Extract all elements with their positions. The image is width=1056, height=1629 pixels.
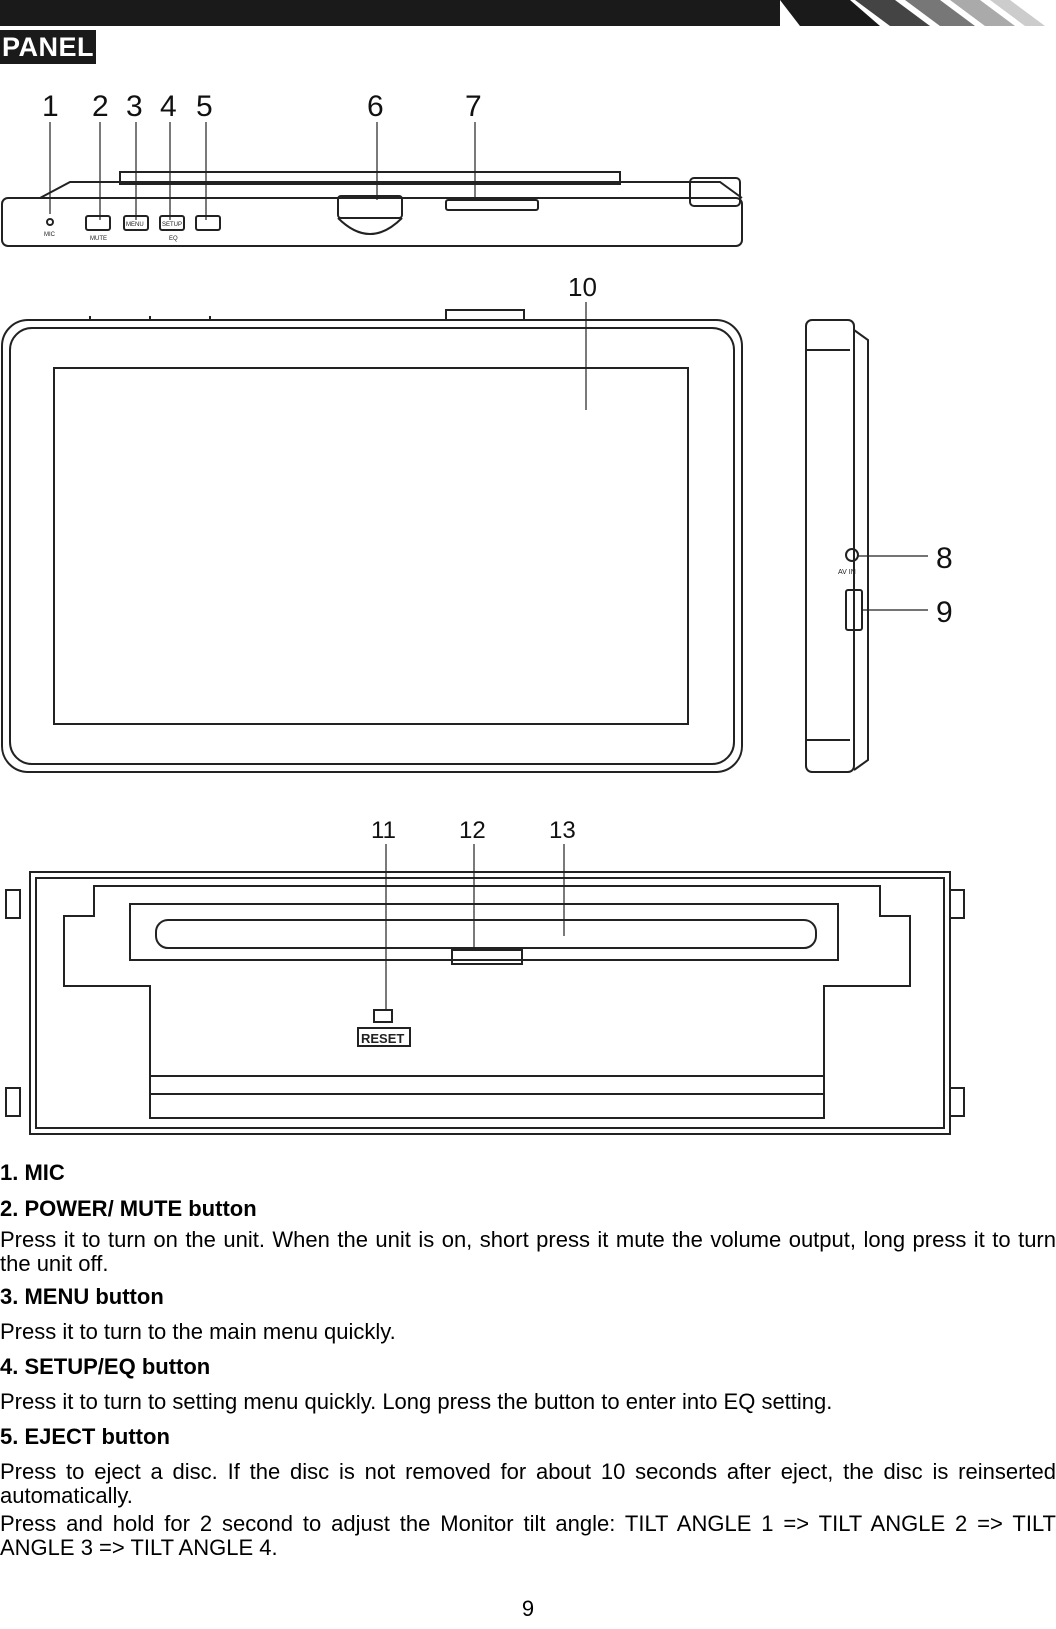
callout-8: 8 — [936, 542, 953, 575]
item-menu-text: Press it to turn to the main menu quickl… — [0, 1319, 396, 1344]
callout-leader-lines — [49, 122, 928, 1010]
callout-13: 13 — [549, 817, 576, 844]
callout-7: 7 — [465, 90, 482, 123]
callout-4: 4 — [160, 90, 177, 123]
item-power-mute-heading: 2. POWER/ MUTE button — [0, 1196, 257, 1221]
eq-label: EQ — [169, 236, 178, 242]
callout-11: 11 — [371, 817, 396, 844]
item-power-mute-text: Press it to turn on the unit. When the u… — [0, 1227, 1056, 1276]
item-eject-tilt-text: Press and hold for 2 second to adjust th… — [0, 1511, 1056, 1560]
setup-label: SETUP — [162, 222, 182, 228]
reset-label: RESET — [361, 1031, 404, 1046]
callout-10: 10 — [568, 272, 597, 302]
header-decorative-bar — [0, 0, 1045, 26]
av-in-label: AV IN — [838, 569, 856, 576]
front-view-diagram — [1, 309, 743, 773]
callout-6: 6 — [367, 90, 384, 123]
device-panel-figure: 1 2 3 4 5 6 7 8 9 10 11 12 13 MIC MUTE M… — [1, 90, 965, 1135]
page-number: 9 — [521, 1596, 535, 1621]
callout-3: 3 — [126, 90, 143, 123]
item-setup-eq-text: Press it to turn to setting menu quickly… — [0, 1389, 833, 1414]
bottom-view-diagram — [5, 871, 965, 1135]
callout-12: 12 — [459, 817, 486, 844]
item-eject-heading: 5. EJECT button — [0, 1424, 170, 1449]
callout-9: 9 — [936, 596, 953, 629]
item-mic-heading: 1. MIC — [0, 1160, 65, 1185]
section-label: PANEL — [0, 30, 97, 64]
top-view-diagram — [1, 171, 743, 247]
button-descriptions: 1. MIC 2. POWER/ MUTE button Press it to… — [0, 1160, 1056, 1560]
item-eject-text: Press to eject a disc. If the disc is no… — [0, 1459, 1056, 1508]
mute-label: MUTE — [90, 236, 107, 242]
item-setup-eq-heading: 4. SETUP/EQ button — [0, 1354, 211, 1379]
side-view-diagram — [805, 319, 869, 773]
callout-1: 1 — [42, 90, 59, 123]
mic-label: MIC — [44, 232, 56, 238]
callout-5: 5 — [196, 90, 213, 123]
callout-2: 2 — [92, 90, 109, 123]
item-menu-heading: 3. MENU button — [0, 1284, 164, 1309]
menu-label: MENU — [126, 222, 144, 228]
